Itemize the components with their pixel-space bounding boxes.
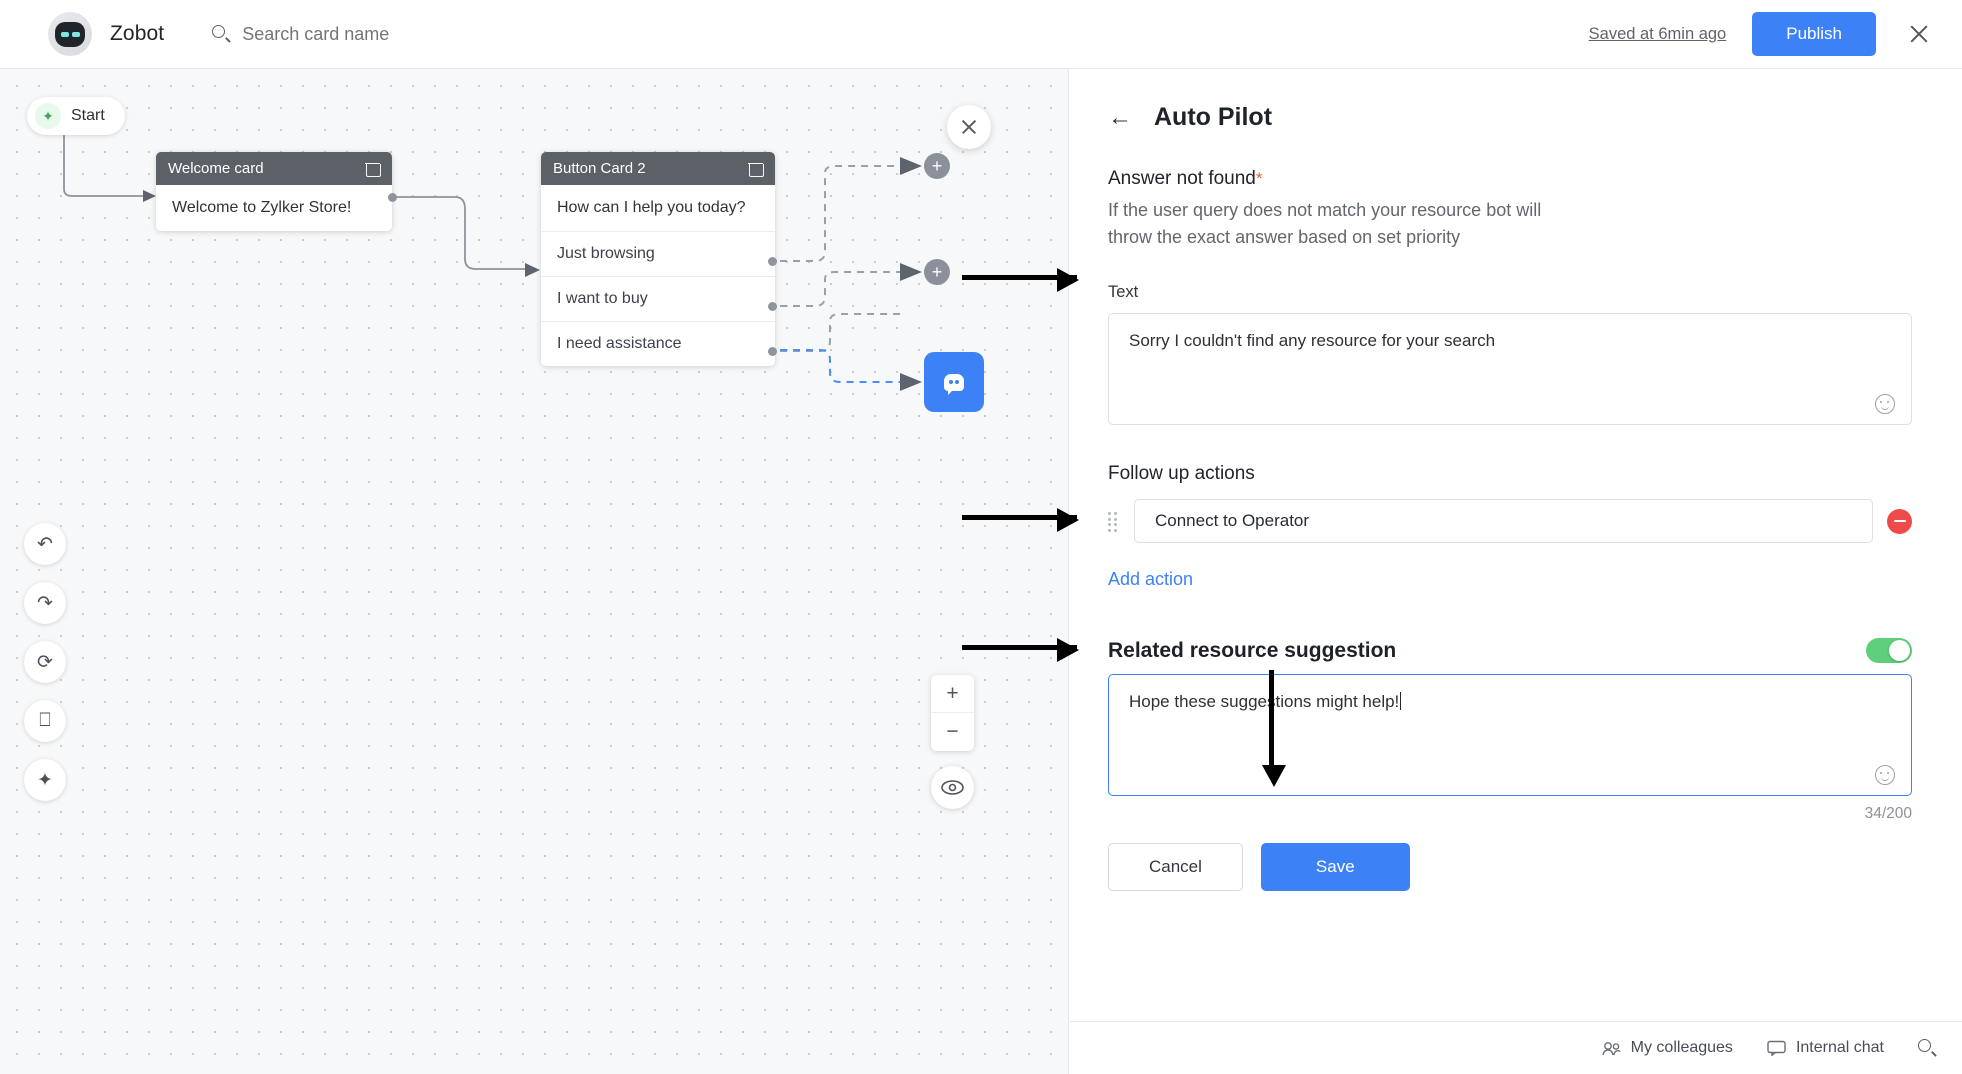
card-title: Button Card 2 (553, 160, 646, 177)
internal-chat-label: Internal chat (1795, 1039, 1884, 1056)
refresh-icon[interactable]: ⟳ (24, 641, 66, 683)
bot-avatar-icon (48, 12, 92, 56)
connector-dot[interactable] (768, 257, 777, 266)
answer-description: If the user query does not match your re… (1108, 200, 1542, 247)
internal-chat-button[interactable]: Internal chat (1767, 1039, 1884, 1057)
add-action-link[interactable]: Add action (1108, 569, 1194, 589)
flow-card-welcome[interactable]: Welcome card Welcome to Zylker Store! (156, 152, 392, 231)
character-counter: 34/200 (1864, 805, 1912, 822)
followup-action-row: Connect to Operator (1108, 499, 1912, 543)
canvas-toolbar: ↶ ↷ ⟳ ⎕ ✦ (24, 523, 66, 801)
saved-status[interactable]: Saved at 6min ago (1588, 24, 1727, 43)
zoom-controls: + − (931, 675, 974, 751)
undo-icon[interactable]: ↶ (24, 523, 66, 565)
bot-node-icon[interactable] (924, 352, 984, 412)
action-select[interactable]: Connect to Operator (1134, 499, 1873, 543)
remove-icon[interactable] (1887, 508, 1912, 534)
related-resource-header: Related resource suggestion (1108, 638, 1912, 663)
start-label: Start (71, 107, 105, 124)
page-title: Auto Pilot (1154, 103, 1273, 131)
card-header: Button Card 2 (541, 152, 775, 185)
emoji-icon[interactable] (1875, 765, 1895, 785)
brand-name: Zobot (110, 22, 165, 45)
publish-button[interactable]: Publish (1752, 12, 1876, 56)
auto-pilot-panel: ← Auto Pilot Answer not found* If the us… (1070, 69, 1962, 1021)
add-node-icon[interactable]: + (924, 259, 950, 285)
eye-icon[interactable] (931, 766, 974, 809)
back-arrow-icon[interactable]: ← (1108, 103, 1132, 131)
related-resource-toggle[interactable] (1866, 638, 1912, 663)
my-colleagues-label: My colleagues (1630, 1039, 1733, 1056)
zoom-out-button[interactable]: − (946, 720, 959, 743)
save-button[interactable]: Save (1260, 843, 1410, 891)
start-node[interactable]: ✦ Start (27, 97, 125, 135)
my-colleagues-button[interactable]: My colleagues (1602, 1039, 1733, 1057)
answer-not-found-label: Answer not found* (1108, 168, 1912, 190)
redo-icon[interactable]: ↷ (24, 582, 66, 624)
search-icon (212, 25, 231, 43)
flow-canvas[interactable]: ✦ Start Welcome card Welcome to Zylker S… (0, 69, 1069, 1074)
app-header: Zobot Saved at 6min ago Publish (0, 0, 1962, 69)
cancel-button[interactable]: Cancel (1108, 843, 1243, 891)
emoji-icon[interactable] (1875, 394, 1895, 414)
action-value: Connect to Operator (1155, 511, 1310, 530)
related-resource-value: Hope these suggestions might help! (1129, 692, 1400, 711)
card-option[interactable]: I want to buy (541, 276, 775, 321)
answer-text-value: Sorry I couldn't find any resource for y… (1129, 331, 1496, 350)
followup-actions-label: Follow up actions (1108, 463, 1255, 484)
chat-icon (1767, 1040, 1786, 1057)
connector-dot[interactable] (768, 302, 777, 311)
connector-dot[interactable] (768, 347, 777, 356)
bottom-bar: My colleagues Internal chat (1070, 1021, 1962, 1074)
fit-screen-icon[interactable]: ⎕ (24, 700, 66, 742)
related-resource-title: Related resource suggestion (1108, 638, 1397, 662)
card-body: How can I help you today? (557, 199, 746, 216)
answer-label-text: Answer not found (1108, 168, 1256, 189)
trash-icon[interactable] (365, 161, 381, 177)
text-caret (1400, 692, 1402, 710)
card-title: Welcome card (168, 160, 264, 177)
close-icon[interactable] (1902, 17, 1936, 51)
magic-wand-icon[interactable]: ✦ (24, 759, 66, 801)
drag-handle-icon[interactable] (1108, 512, 1120, 532)
flow-card-button[interactable]: Button Card 2 How can I help you today? … (541, 152, 775, 366)
text-field-label: Text (1108, 283, 1139, 301)
add-node-icon[interactable]: + (924, 153, 950, 179)
search-icon[interactable] (1918, 1039, 1937, 1057)
connector-dot[interactable] (388, 193, 397, 202)
card-header: Welcome card (156, 152, 392, 185)
flow-connectors (63, 135, 922, 391)
card-option[interactable]: Just browsing (541, 231, 775, 276)
panel-title-row: ← Auto Pilot (1108, 103, 1912, 132)
zoom-in-button[interactable]: + (931, 675, 974, 713)
canvas-close-icon[interactable] (947, 105, 991, 149)
answer-text-input[interactable]: Sorry I couldn't find any resource for y… (1108, 313, 1912, 425)
search-box[interactable] (212, 23, 573, 45)
panel-actions: Cancel Save (1108, 843, 1912, 891)
rocket-icon: ✦ (35, 103, 61, 129)
trash-icon[interactable] (748, 161, 764, 177)
card-body: Welcome to Zylker Store! (172, 199, 352, 216)
related-resource-input[interactable]: Hope these suggestions might help! (1108, 674, 1912, 796)
required-mark: * (1255, 169, 1263, 188)
search-input[interactable] (242, 23, 573, 45)
card-option[interactable]: I need assistance (541, 321, 775, 366)
people-icon (1602, 1040, 1621, 1057)
